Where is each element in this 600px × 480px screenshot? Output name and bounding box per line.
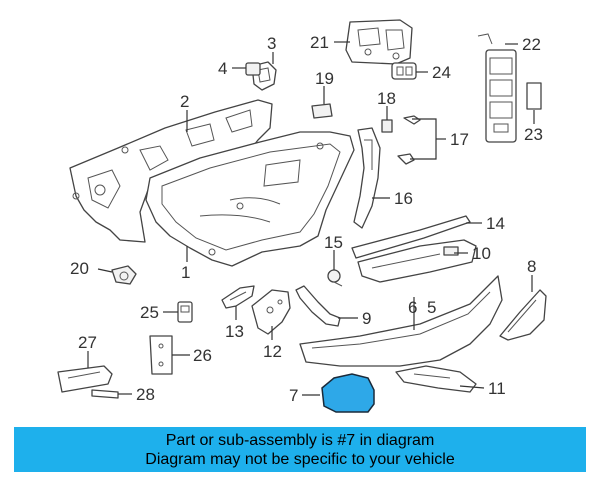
part-8-grille — [499, 289, 547, 341]
callout-13: 13 — [225, 322, 244, 341]
part-16-pillar-trim — [353, 127, 381, 229]
callout-25: 25 — [140, 303, 159, 322]
callout-16: 16 — [394, 189, 413, 208]
banner-line-2: Diagram may not be specific to your vehi… — [145, 450, 455, 468]
part-7-highlighted — [321, 373, 375, 413]
callout-1: 1 — [181, 263, 190, 282]
leader-lines — [87, 41, 535, 396]
callout-28: 28 — [136, 385, 155, 404]
callout-3: 3 — [267, 34, 276, 53]
info-banner: Part or sub-assembly is #7 in diagram Di… — [14, 427, 586, 472]
part-28-rod — [91, 389, 119, 399]
part-4-handle-bezel — [245, 62, 261, 76]
callout-27: 27 — [78, 333, 97, 352]
callout-21: 21 — [310, 33, 329, 52]
part-11-emblem-trim — [395, 365, 477, 393]
part-13-bracket — [221, 285, 255, 309]
part-14-trim-strip — [351, 215, 471, 259]
part-19-clip — [311, 103, 333, 119]
part-24-switch — [391, 62, 417, 80]
part-9-pull-strap — [295, 285, 341, 327]
callout-26: 26 — [193, 346, 212, 365]
callout-14: 14 — [486, 214, 505, 233]
callout-18: 18 — [377, 89, 396, 108]
callout-8: 8 — [527, 257, 536, 276]
callout-17: 17 — [450, 130, 469, 149]
callout-4: 4 — [218, 59, 227, 78]
callout-15: 15 — [324, 233, 343, 252]
part-5-armrest — [357, 239, 477, 283]
callout-22: 22 — [522, 35, 541, 54]
part-23-pad — [526, 82, 542, 110]
part-17-screws — [397, 115, 421, 165]
part-22-window-switch — [477, 33, 517, 143]
callout-20: 20 — [70, 259, 89, 278]
callout-2: 2 — [180, 92, 189, 111]
callout-9: 9 — [362, 309, 371, 328]
part-18-clip — [381, 119, 393, 133]
callout-19: 19 — [315, 69, 334, 88]
callout-numbers: 1 2 3 4 5 6 7 8 9 10 11 12 13 14 15 16 1… — [70, 33, 543, 405]
part-25-connector — [177, 301, 193, 323]
callout-10: 10 — [472, 244, 491, 263]
part-10-switch — [443, 246, 459, 256]
highlighted-part-shape — [321, 373, 375, 413]
part-27-handle — [57, 365, 113, 393]
part-20-grommet — [111, 265, 137, 285]
part-15-bolt — [327, 269, 343, 287]
part-6-lower-trim — [299, 275, 503, 367]
parts-diagram: 1 2 3 4 5 6 7 8 9 10 11 12 13 14 15 16 1… — [57, 19, 547, 413]
callout-12: 12 — [263, 342, 282, 361]
callout-6: 6 — [408, 298, 417, 317]
part-12-latch-plate — [251, 289, 291, 335]
callout-24: 24 — [432, 63, 451, 82]
part-21-lock-actuator — [345, 19, 413, 65]
callout-23: 23 — [524, 125, 543, 144]
callout-11: 11 — [488, 379, 506, 398]
callout-7: 7 — [289, 386, 298, 405]
part-1-door-panel — [145, 131, 355, 267]
callout-5: 5 — [427, 298, 436, 317]
banner-line-1: Part or sub-assembly is #7 in diagram — [165, 431, 435, 449]
part-26-module — [149, 335, 173, 375]
